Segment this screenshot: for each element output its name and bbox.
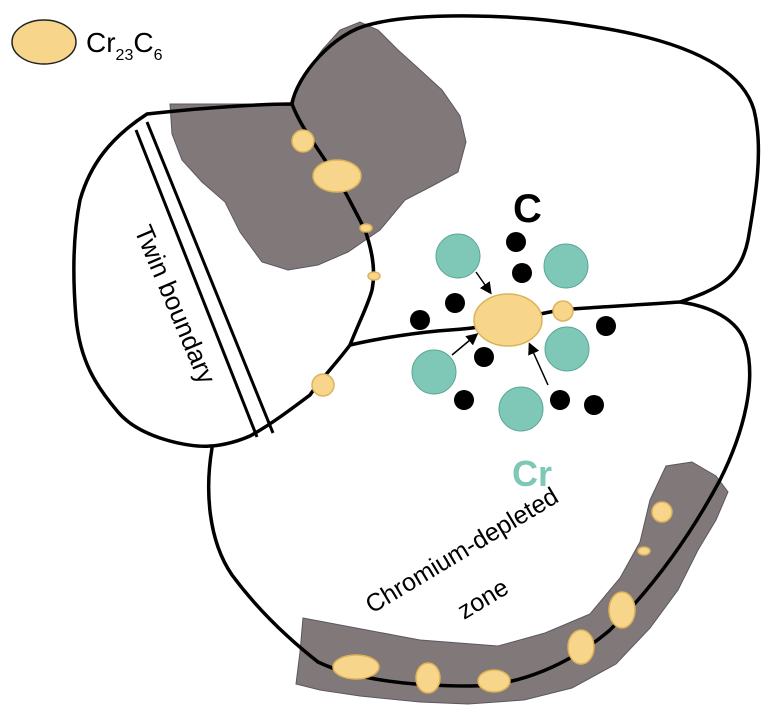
carbide [415,662,441,694]
carbon-atom [445,293,465,313]
carbide [332,654,380,680]
chromium-atom [543,243,589,289]
diffusion-arrow [528,342,549,386]
twin-boundary-line-2 [145,121,275,434]
legend-formula: Cr23C6 [86,27,163,64]
legend-carbide-swatch [11,19,77,65]
carbon-atom [506,232,526,252]
carbide [608,591,636,629]
carbide [291,129,315,153]
grain-bottom [206,300,752,688]
twin-boundary-label: Twin boundary [128,221,222,388]
twin-boundary-line-1 [134,129,259,438]
carbon-label: C [513,187,542,231]
chromium-atom [498,386,544,432]
carbon-atom [512,263,532,283]
carbon-atom [410,310,430,330]
carbon-atom [474,347,494,367]
carbide [367,271,381,281]
depleted-zone-bottom [295,461,729,705]
carbon-atom [550,390,570,410]
carbide [359,223,373,233]
carbide [311,373,335,397]
carbide [637,546,651,556]
grain-left [72,102,376,448]
depleted-zone-top [169,21,467,271]
carbide [312,159,362,193]
carbide [567,629,595,665]
carbon-atom [596,316,616,336]
grain-top-right [290,14,761,312]
diffusion-arrow [451,333,479,356]
carbide [552,300,574,322]
chromium-atom [435,233,481,279]
chromium-atom [411,349,457,395]
diffusion-arrow [475,271,492,295]
carbide [477,669,511,693]
carbide-central [473,293,543,347]
chromium-label: Cr [512,453,552,494]
carbide [651,501,673,523]
depleted-zone-label-line2: zone [453,573,514,625]
carbon-atom [584,395,604,415]
chromium-atom [544,326,590,372]
carbon-atom [454,390,474,410]
